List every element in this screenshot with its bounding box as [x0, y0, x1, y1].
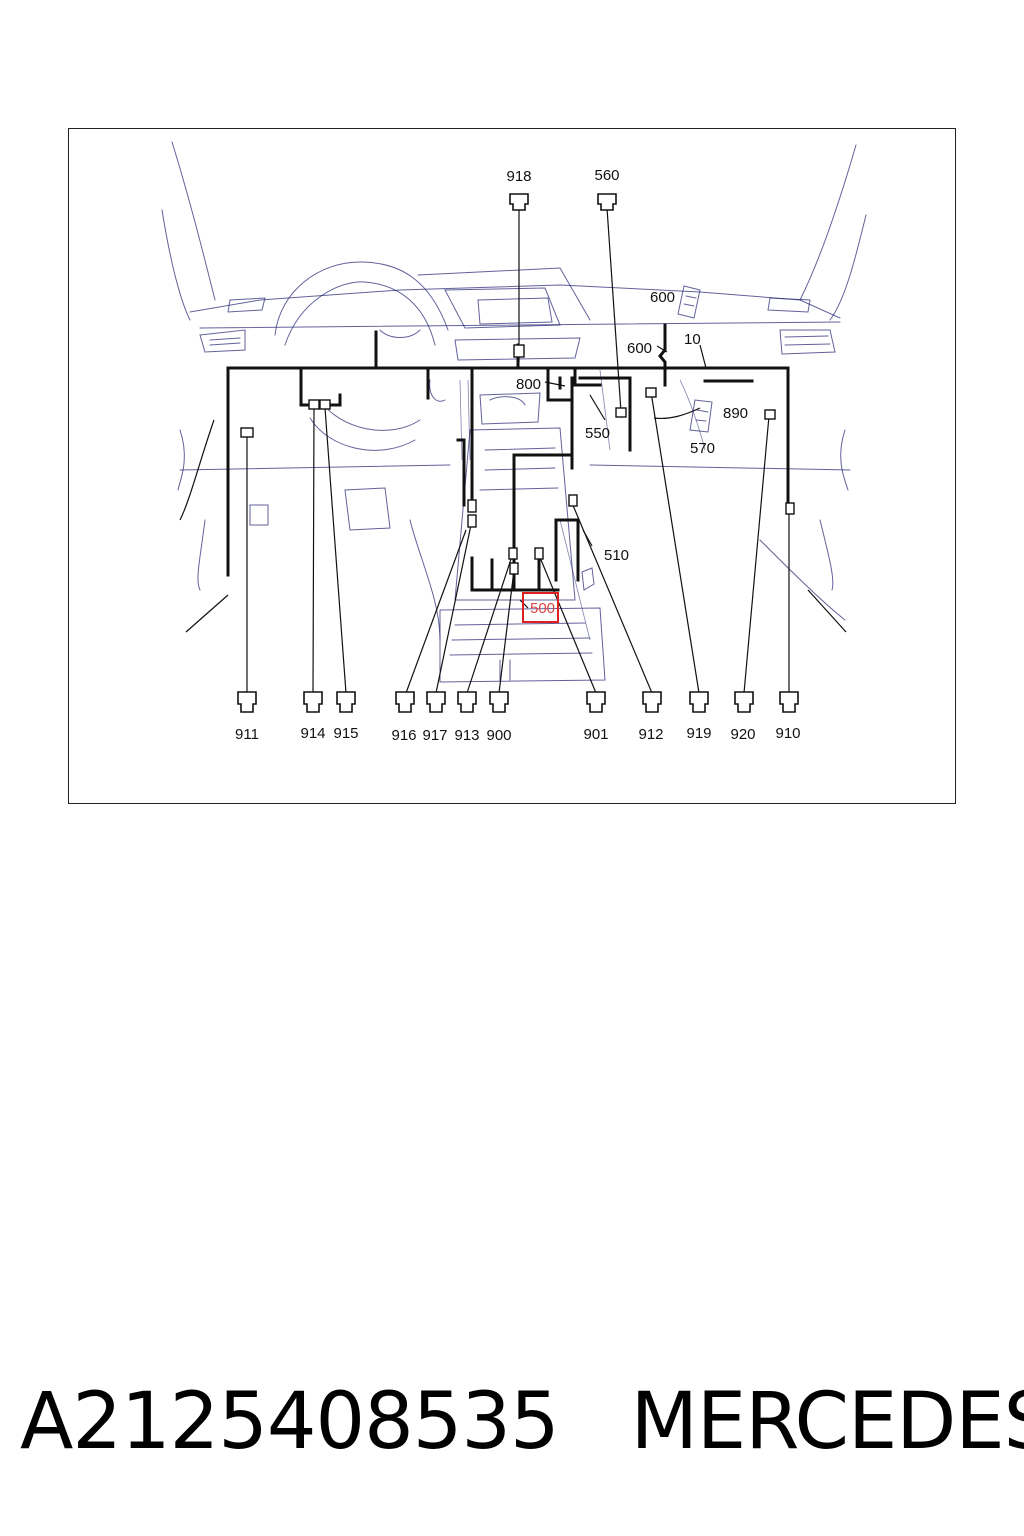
connector-918-icon — [509, 193, 529, 211]
label-800: 800 — [516, 376, 541, 393]
label-916: 916 — [391, 727, 416, 744]
label-920: 920 — [730, 726, 755, 743]
connector-560-icon — [597, 193, 617, 211]
diagram-labels: 918 560 600 600 10 800 890 550 570 510 5… — [235, 167, 800, 744]
label-912: 912 — [638, 726, 663, 743]
label-901: 901 — [583, 726, 608, 743]
label-913: 913 — [454, 727, 479, 744]
connector-913-icon — [457, 691, 477, 713]
connector-912-icon — [642, 691, 662, 713]
connector-911-icon — [237, 691, 257, 713]
label-890: 890 — [723, 405, 748, 422]
label-10: 10 — [684, 331, 701, 348]
highlight-box-500 — [522, 592, 559, 623]
connector-910-icon — [779, 691, 799, 713]
label-910: 910 — [775, 725, 800, 742]
brand-name: MERCEDES — [630, 1377, 1024, 1467]
label-911: 911 — [235, 726, 259, 743]
connector-919-icon — [689, 691, 709, 713]
label-600-top: 600 — [650, 289, 675, 306]
connector-900-icon — [489, 691, 509, 713]
label-510: 510 — [604, 547, 629, 564]
label-914: 914 — [300, 725, 325, 742]
label-915: 915 — [333, 725, 358, 742]
label-919: 919 — [686, 725, 711, 742]
label-550: 550 — [585, 425, 610, 442]
label-918: 918 — [506, 168, 531, 185]
label-600: 600 — [627, 340, 652, 357]
connector-icons — [237, 193, 799, 713]
label-900: 900 — [486, 727, 511, 744]
diagram-frame — [68, 128, 956, 804]
label-570: 570 — [690, 440, 715, 457]
connector-917-icon — [426, 691, 446, 713]
part-number: A2125408535 — [20, 1377, 560, 1467]
connector-916-icon — [395, 691, 415, 713]
footer-caption: A2125408535 MERCEDES — [20, 1372, 1024, 1472]
connector-914-icon — [303, 691, 323, 713]
connector-901-icon — [586, 691, 606, 713]
leader-lines — [179, 207, 847, 694]
junction-nodes — [240, 344, 795, 575]
label-500-highlighted: 500 — [530, 600, 555, 617]
connector-915-icon — [336, 691, 356, 713]
label-917: 917 — [422, 727, 447, 744]
connector-920-icon — [734, 691, 754, 713]
harness-wires — [226, 323, 790, 592]
dashboard-sketch — [161, 141, 867, 683]
label-560: 560 — [594, 167, 619, 184]
